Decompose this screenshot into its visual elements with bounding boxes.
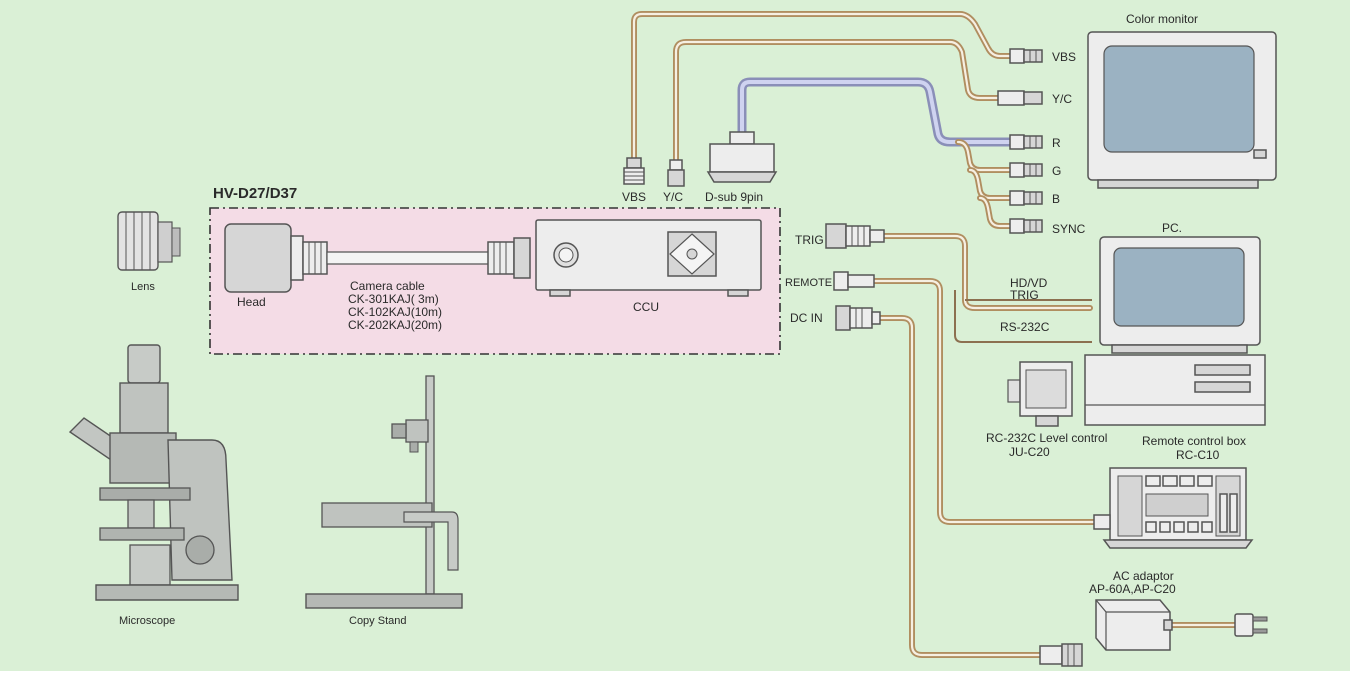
pc-signal-hdvd: HD/VD (1010, 276, 1048, 290)
dc-plug (1039, 643, 1083, 667)
monitor-input-sync: SYNC (1052, 222, 1086, 236)
trig-connector (825, 223, 885, 249)
ccu-unit (535, 219, 762, 297)
power-plug-icon (1234, 613, 1268, 637)
system-title: HV-D27/D37 (213, 185, 297, 202)
remote-box-model: RC-C10 (1176, 448, 1220, 462)
ccu-output-vbs: VBS (622, 190, 646, 204)
camera-cable-model-20m: CK-202KAJ(20m) (348, 318, 442, 332)
camera-cable-title: Camera cable (350, 279, 425, 293)
sync-connector (1009, 218, 1043, 234)
ac-adaptor-model: AP-60A,AP-C20 (1089, 582, 1176, 596)
pc-signal-lines (954, 290, 1092, 343)
camera-cable (326, 237, 531, 279)
pc (1084, 236, 1266, 426)
yc-connector (997, 90, 1043, 106)
copy-stand-label: Copy Stand (349, 615, 406, 627)
remote-box-connector (1093, 514, 1111, 530)
monitor-input-r: R (1052, 136, 1061, 150)
level-control (1007, 361, 1073, 427)
ccu-input-trig: TRIG (795, 233, 824, 247)
ccu-label: CCU (633, 300, 659, 314)
remote-connector (833, 271, 875, 291)
cables (631, 11, 1238, 658)
monitor-input-yc: Y/C (1052, 92, 1072, 106)
pc-signal-trig: TRIG (1010, 288, 1039, 302)
monitor-input-g: G (1052, 164, 1061, 178)
ac-adaptor (1095, 599, 1173, 651)
camera-cable-model-3m: CK-301KAJ( 3m) (348, 292, 439, 306)
dsub-connector (706, 131, 778, 183)
microscope-label: Microscope (119, 615, 175, 627)
g-connector (1009, 162, 1043, 178)
ac-adaptor-name: AC adaptor (1113, 569, 1174, 583)
monitor-connectors (997, 48, 1043, 234)
ccu-output-dsub: D-sub 9pin (705, 190, 763, 204)
pc-title: PC. (1162, 221, 1182, 235)
pc-serial-label: RS-232C (1000, 320, 1050, 334)
ccu-input-dcin: DC IN (790, 311, 823, 325)
color-monitor (1087, 31, 1277, 189)
microscope (68, 344, 239, 601)
monitor-title: Color monitor (1126, 12, 1198, 26)
remote-box-name: Remote control box (1142, 434, 1246, 448)
vbs-connector (1009, 48, 1043, 64)
level-control-model: JU-C20 (1009, 445, 1050, 459)
camera-cable-model-10m: CK-102KAJ(10m) (348, 305, 442, 319)
remote-control-box (1102, 467, 1254, 549)
copy-stand (305, 375, 463, 609)
level-control-name: RC-232C Level control (986, 431, 1107, 445)
head-label: Head (237, 295, 266, 309)
dcin-connector (835, 305, 881, 331)
vbs-output-connector (623, 157, 645, 185)
r-connector (1009, 134, 1043, 150)
lens (117, 211, 181, 271)
b-connector (1009, 190, 1043, 206)
rs232c-line (954, 290, 1092, 343)
monitor-input-vbs: VBS (1052, 50, 1076, 64)
camera-head (224, 223, 328, 293)
yc-output-connector (667, 159, 685, 187)
ccu-input-remote: REMOTE (785, 277, 832, 289)
ccu-output-yc: Y/C (663, 190, 683, 204)
monitor-input-b: B (1052, 192, 1060, 206)
lens-label: Lens (131, 281, 155, 293)
